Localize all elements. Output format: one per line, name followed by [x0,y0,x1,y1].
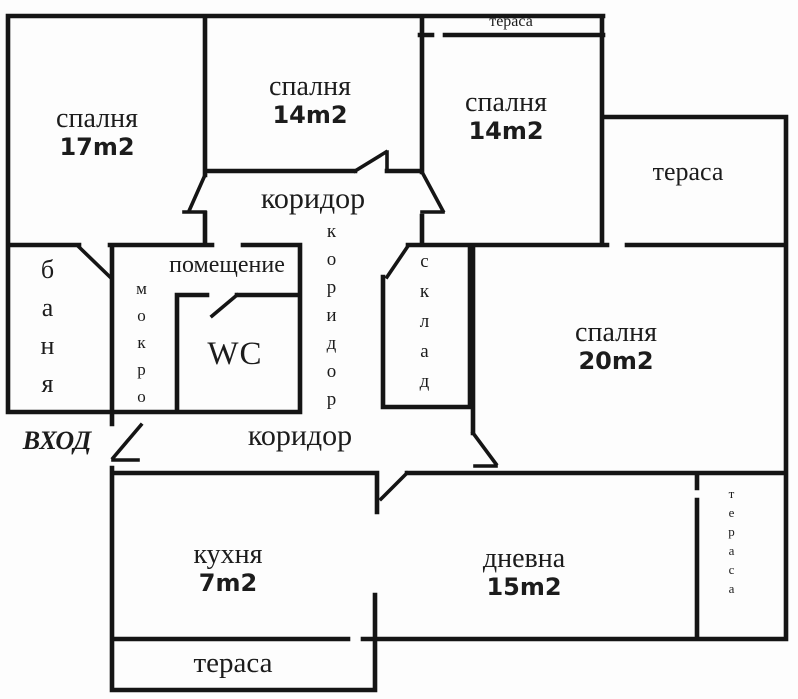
room-label-bedroom-14-right: спалня 14m2 [465,87,547,146]
storage-label: склад [414,251,435,401]
corridor-bottom-label: коридор [247,419,353,452]
room-label-kitchen: кухня 7m2 [193,539,263,598]
room-label-living-room: дневна 15m2 [482,543,566,602]
door-swings [76,149,499,502]
walls [5,13,789,693]
corridor-top-label: коридор [260,182,366,215]
terrace-bottom-label: тераса [193,647,273,679]
room-name: спалня [575,317,657,348]
room-area: 17m2 [59,133,135,162]
room-label-bedroom-17: спалня 17m2 [56,103,138,162]
room-area: 7m2 [198,569,258,598]
room-area: 14m2 [468,117,544,146]
wet-room-label: помещение [169,252,285,278]
room-area: 14m2 [272,101,348,130]
entrance-label: ВХОД [22,426,92,455]
room-area: 15m2 [486,573,562,602]
room-name: спалня [269,71,351,102]
terrace-living-vertical-label: тераса [724,486,739,600]
room-area: 20m2 [578,347,654,376]
wet-room-vertical-label: мокро [132,279,151,414]
terrace-top-label: тераса [489,13,533,30]
room-name: кухня [193,539,263,570]
room-name: спалня [56,103,138,134]
room-name: спалня [465,87,547,118]
wc-label: WC [207,336,263,372]
terrace-right-label: тераса [652,157,724,186]
bathroom-label: баня [33,255,62,407]
room-name: дневна [482,543,566,574]
room-label-bedroom-14-top: спалня 14m2 [269,71,351,130]
corridor-vertical-label: коридор [321,221,342,417]
room-label-bedroom-20: спалня 20m2 [575,317,657,376]
